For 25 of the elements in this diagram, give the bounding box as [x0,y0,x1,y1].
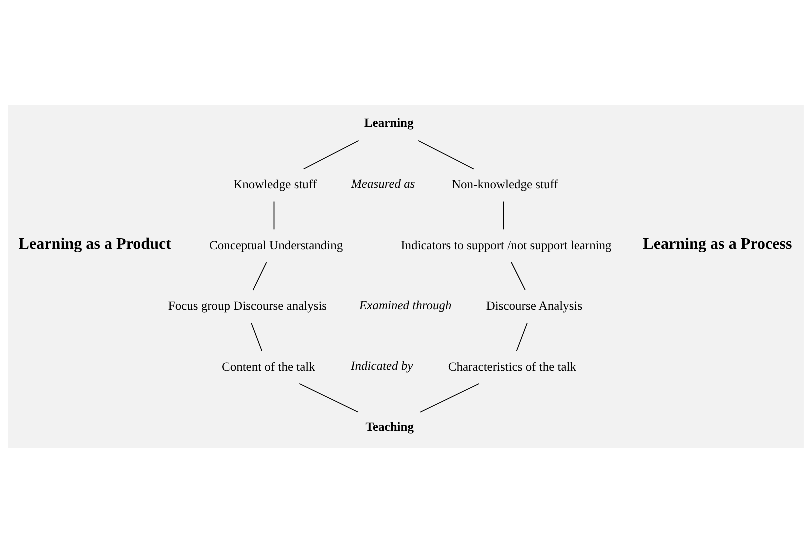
connector [503,200,504,230]
node-text: Discourse Analysis [486,298,583,313]
node-text: Focus group Discourse analysis [168,298,328,313]
connector [511,262,526,290]
label: Learning as a Process [643,236,792,253]
node-text: Teaching [366,419,414,434]
node-text: Content of the talk [222,359,316,374]
node-text: Indicators to support /not support learning [401,238,612,252]
connector [303,140,360,170]
label: Learning as a Product [18,236,172,253]
node-text: Conceptual Understanding [209,238,344,252]
node-text: Non-knowledge stuff [452,177,558,192]
connector [251,322,263,352]
label: Indicated by [351,358,414,373]
label: Examined through [360,298,452,312]
label: Measured as [352,176,416,190]
connector [418,140,474,170]
node-text: Learning [364,116,414,130]
connector [274,200,275,230]
connector [420,382,480,412]
connector [299,382,359,412]
node-text: Characteristics of the talk [448,359,577,374]
connector [516,322,528,352]
connector [252,262,268,290]
node-text: Knowledge stuff [234,177,318,192]
